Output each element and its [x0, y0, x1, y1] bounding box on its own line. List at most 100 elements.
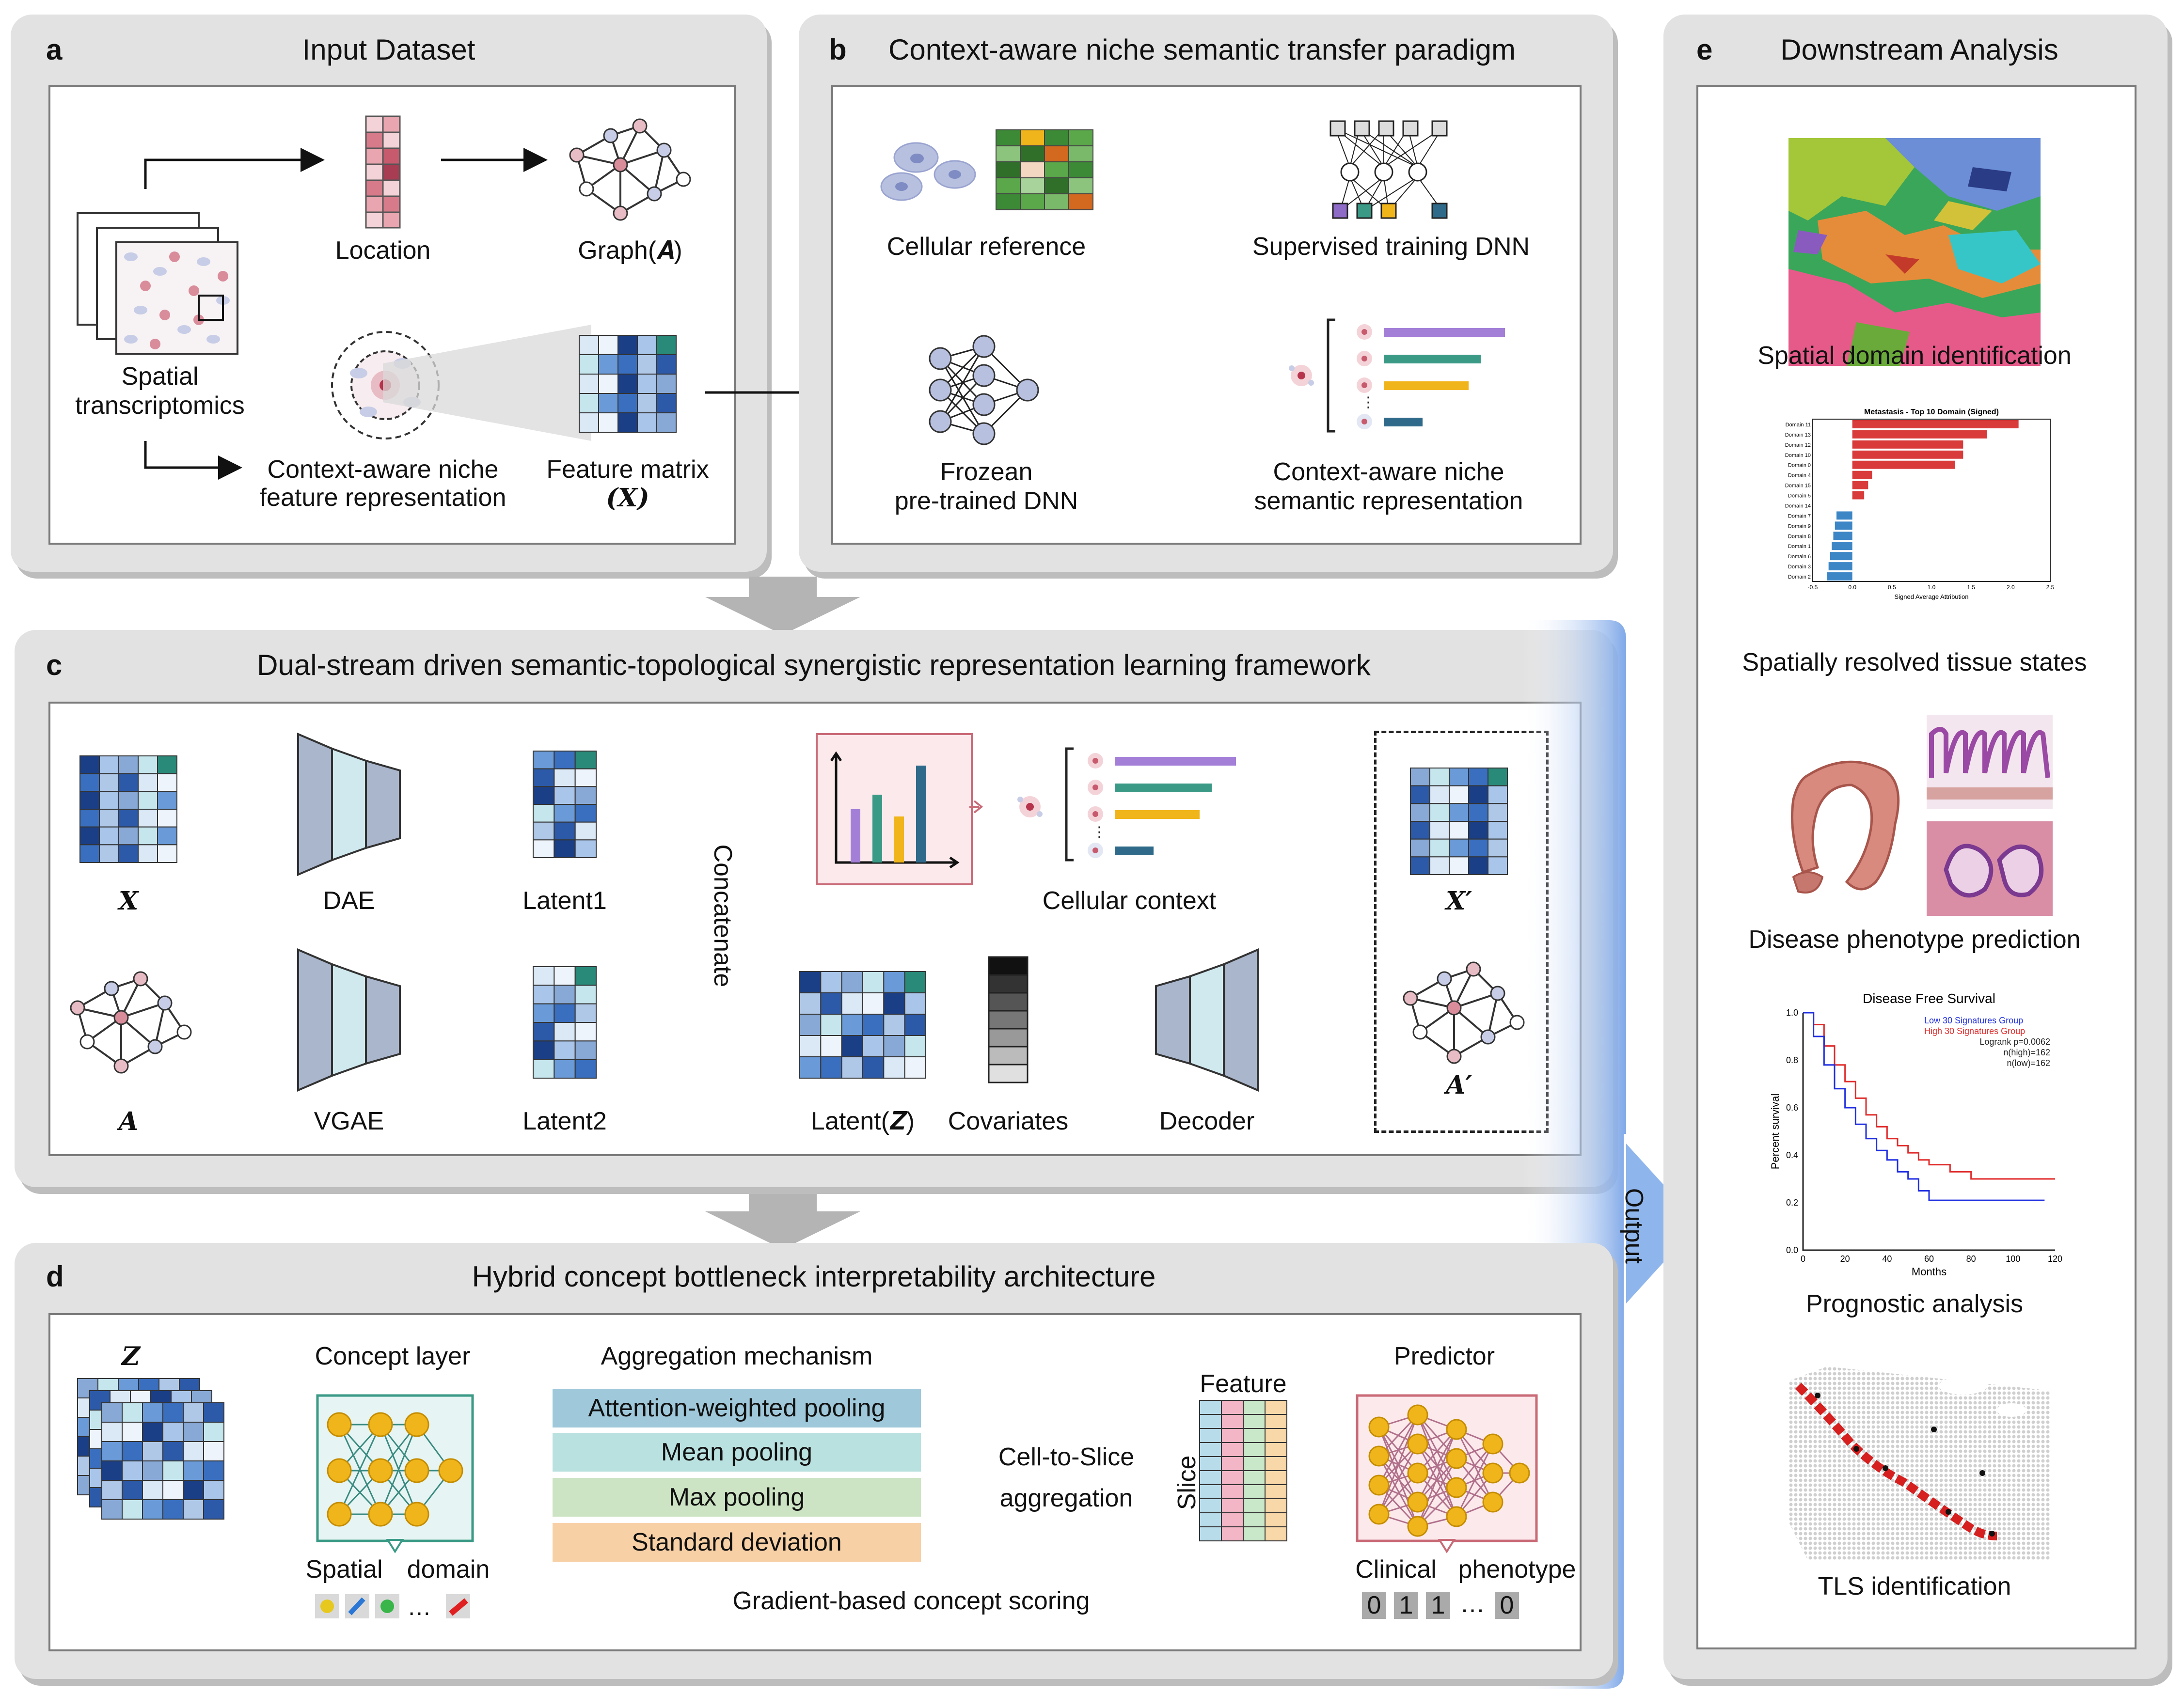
bar-category-label: Domain 2 — [1788, 574, 1811, 580]
feature-matrix-icon — [579, 335, 677, 433]
semantic-label-1: Context-aware niche — [1273, 458, 1504, 486]
panel-c-content — [48, 702, 1582, 1156]
graph-a-input-icon — [70, 971, 192, 1074]
graph-a-prime-icon — [1403, 961, 1525, 1064]
context-semantic-icon: ⋮ — [969, 747, 1236, 862]
km-x-label: Months — [1912, 1266, 1947, 1278]
phenotype-label: phenotype — [1458, 1555, 1576, 1584]
latent2-label: Latent2 — [522, 1107, 607, 1135]
bar-chart-title: Metastasis - Top 10 Domain (Signed) — [1864, 408, 1999, 416]
km-x-tick: 0 — [1801, 1254, 1805, 1264]
feature-matrix-symbol: (𝑿) — [606, 483, 649, 513]
dae-label: DAE — [323, 887, 375, 915]
attribution-bar — [1852, 471, 1872, 479]
km-curve-low — [1803, 1012, 2045, 1201]
panel-e-item-1: Spatial domain identification — [1757, 342, 2072, 370]
km-title: Disease Free Survival — [1863, 991, 1995, 1006]
bar-category-label: Domain 9 — [1788, 523, 1811, 529]
attribution-bar — [1833, 532, 1852, 540]
supervised-dnn-icon — [1329, 120, 1448, 219]
km-y-tick: 1.0 — [1786, 1008, 1798, 1018]
histology-image-2 — [1927, 821, 2053, 916]
covariates-label: Covariates — [948, 1107, 1069, 1135]
attention-pooling-box: Attention-weighted pooling — [553, 1389, 921, 1427]
bar-category-label: Domain 1 — [1788, 544, 1811, 549]
x-prime-matrix-icon — [1410, 768, 1508, 875]
predictor-label: Predictor — [1393, 1342, 1495, 1370]
bar-category-label: Domain 5 — [1788, 493, 1811, 499]
svg-text:⋮: ⋮ — [1092, 824, 1107, 840]
spatial-tissue-icon — [77, 212, 238, 355]
frozen-dnn-icon — [929, 335, 1039, 445]
frozen-label-2: pre-trained DNN — [894, 487, 1078, 515]
bar-x-label: Signed Average Attribution — [1895, 593, 1969, 600]
bit-2: 1 — [1426, 1592, 1450, 1619]
reference-matrix-icon — [996, 129, 1093, 210]
panel-a-label: a — [46, 33, 63, 66]
panel-c-title: Dual-stream driven semantic-topological … — [257, 649, 1371, 681]
panel-e-item-3: Disease phenotype prediction — [1748, 925, 2081, 954]
km-legend-entry: Low 30 Signatures Group — [1924, 1016, 2023, 1025]
panel-c-label: c — [46, 649, 63, 681]
spatial-domain-map — [1788, 138, 2041, 366]
panel-e-label: e — [1696, 33, 1713, 66]
km-y-tick: 0.2 — [1786, 1198, 1798, 1208]
km-y-label: Percent survival — [1769, 1094, 1781, 1170]
attribution-bar — [1836, 511, 1852, 520]
bit-1: 1 — [1394, 1592, 1418, 1619]
km-legend-entry: n(high)=162 — [2003, 1048, 2050, 1057]
bar-category-label: Domain 8 — [1788, 533, 1811, 539]
bar-category-label: Domain 15 — [1785, 483, 1811, 489]
km-y-tick: 0.8 — [1786, 1055, 1798, 1065]
cellular-context-label: Cellular context — [1042, 887, 1217, 915]
bar-x-tick: 0.5 — [1888, 584, 1896, 591]
km-legend-entry: n(low)=162 — [2007, 1058, 2050, 1068]
panel-a-title: Input Dataset — [302, 33, 475, 66]
km-x-tick: 100 — [2006, 1254, 2020, 1264]
vgae-label: VGAE — [314, 1107, 384, 1135]
z-label: Z — [122, 1342, 140, 1371]
latent-z-label: Latent(𝒁) — [811, 1107, 915, 1135]
km-y-tick: 0.6 — [1786, 1103, 1798, 1113]
cellular-reference-label: Cellular reference — [886, 233, 1086, 261]
attribution-bar — [1832, 542, 1852, 550]
tls-map — [1788, 1366, 2050, 1560]
km-x-tick: 40 — [1882, 1254, 1892, 1264]
km-y-tick: 0.0 — [1786, 1245, 1798, 1255]
z-stack-icon — [77, 1378, 224, 1520]
std-deviation-box: Standard deviation — [553, 1523, 921, 1562]
latent1-icon — [533, 751, 597, 858]
km-legend-entry: High 30 Signatures Group — [1924, 1026, 2025, 1036]
output-label: Output — [1619, 1188, 1648, 1264]
a-prime-label: A′ — [1445, 1070, 1472, 1100]
bar-category-label: Domain 14 — [1785, 503, 1811, 509]
bar-category-label: Domain 12 — [1785, 442, 1811, 448]
zoom-cone-icon — [383, 325, 591, 441]
location-vector-icon — [365, 115, 401, 229]
slice-label: Slice — [1173, 1455, 1202, 1510]
bar-x-tick: 2.0 — [2007, 584, 2015, 591]
phenotype-bits: 0 1 1 … 0 — [1362, 1591, 1519, 1621]
bar-category-label: Domain 0 — [1788, 463, 1811, 469]
semantic-label-2: semantic representation — [1254, 487, 1523, 515]
panel-b-label: b — [829, 33, 847, 66]
svg-text:⋮: ⋮ — [1361, 394, 1376, 410]
bar-x-tick: 0.0 — [1848, 584, 1856, 591]
graph-a-icon — [569, 118, 691, 221]
concept-network-icon — [316, 1394, 474, 1553]
predictor-network-icon — [1356, 1394, 1538, 1553]
aggregation-mechanism-label: Aggregation mechanism — [601, 1342, 873, 1370]
clinical-label: Clinical — [1355, 1555, 1437, 1584]
km-y-tick: 0.4 — [1786, 1150, 1798, 1160]
latent1-label: Latent1 — [522, 887, 607, 915]
panel-e-item-5: TLS identification — [1818, 1572, 2011, 1600]
km-x-tick: 20 — [1840, 1254, 1850, 1264]
max-pooling-box: Max pooling — [553, 1478, 921, 1517]
latent2-icon — [533, 966, 597, 1079]
attribution-bar — [1852, 460, 1955, 469]
niche-label-2: feature representation — [259, 484, 506, 512]
panel-d-label: d — [46, 1260, 64, 1293]
bar-category-label: Domain 11 — [1786, 422, 1811, 428]
latent-z-icon — [799, 971, 927, 1079]
niche-label-1: Context-aware niche — [267, 455, 499, 484]
